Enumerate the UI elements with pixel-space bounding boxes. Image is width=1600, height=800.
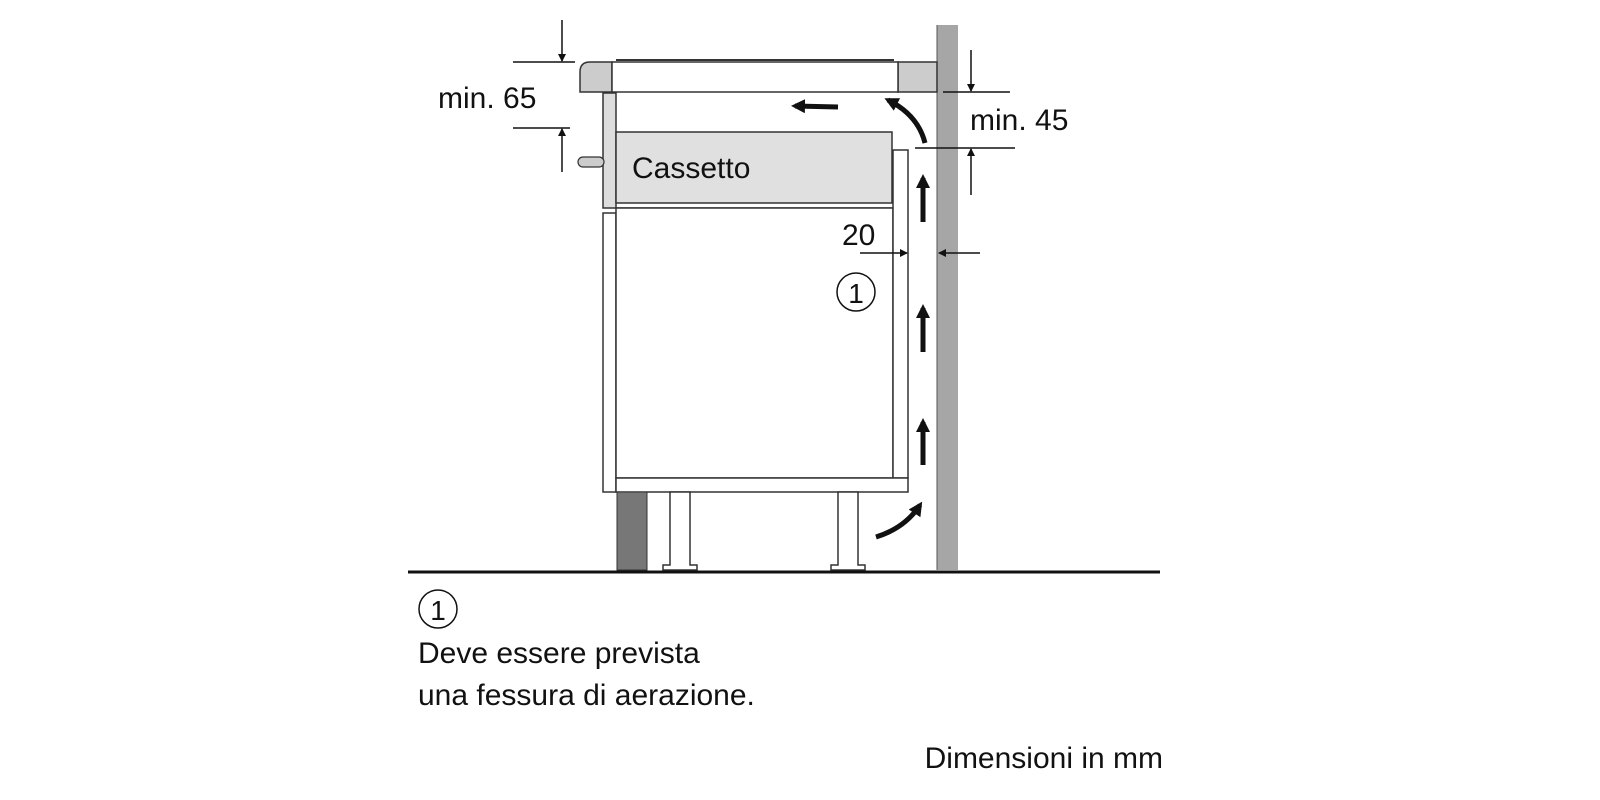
drawer-label: Cassetto	[632, 152, 750, 185]
dim-20-label: 20	[842, 219, 875, 252]
note-marker-circle	[418, 589, 458, 629]
drawer	[615, 131, 893, 204]
airflow-arrows	[791, 97, 930, 540]
dim-min-65-label: min. 65	[438, 82, 536, 115]
dimension-min-45	[915, 50, 1015, 195]
units-label: Dimensioni in mm	[925, 742, 1163, 775]
drawer-front-panel	[602, 92, 617, 209]
note-marker-number: 1	[430, 595, 446, 626]
cooktop	[611, 61, 899, 93]
dim-min-45-label: min. 45	[970, 104, 1068, 137]
note-line-1: Deve essere prevista	[418, 637, 700, 670]
note-line-2: una fessura di aerazione.	[418, 679, 755, 712]
countertop	[579, 59, 938, 93]
wall	[937, 25, 958, 570]
cabinet-leg	[830, 491, 866, 571]
cabinet-leg	[662, 491, 698, 571]
dimension-min-65	[513, 20, 575, 172]
cabinet	[602, 149, 909, 493]
drawer-knob	[577, 156, 605, 168]
callout-marker-number: 1	[848, 278, 864, 309]
plinth	[616, 491, 648, 571]
callout-marker-circle	[836, 272, 876, 312]
